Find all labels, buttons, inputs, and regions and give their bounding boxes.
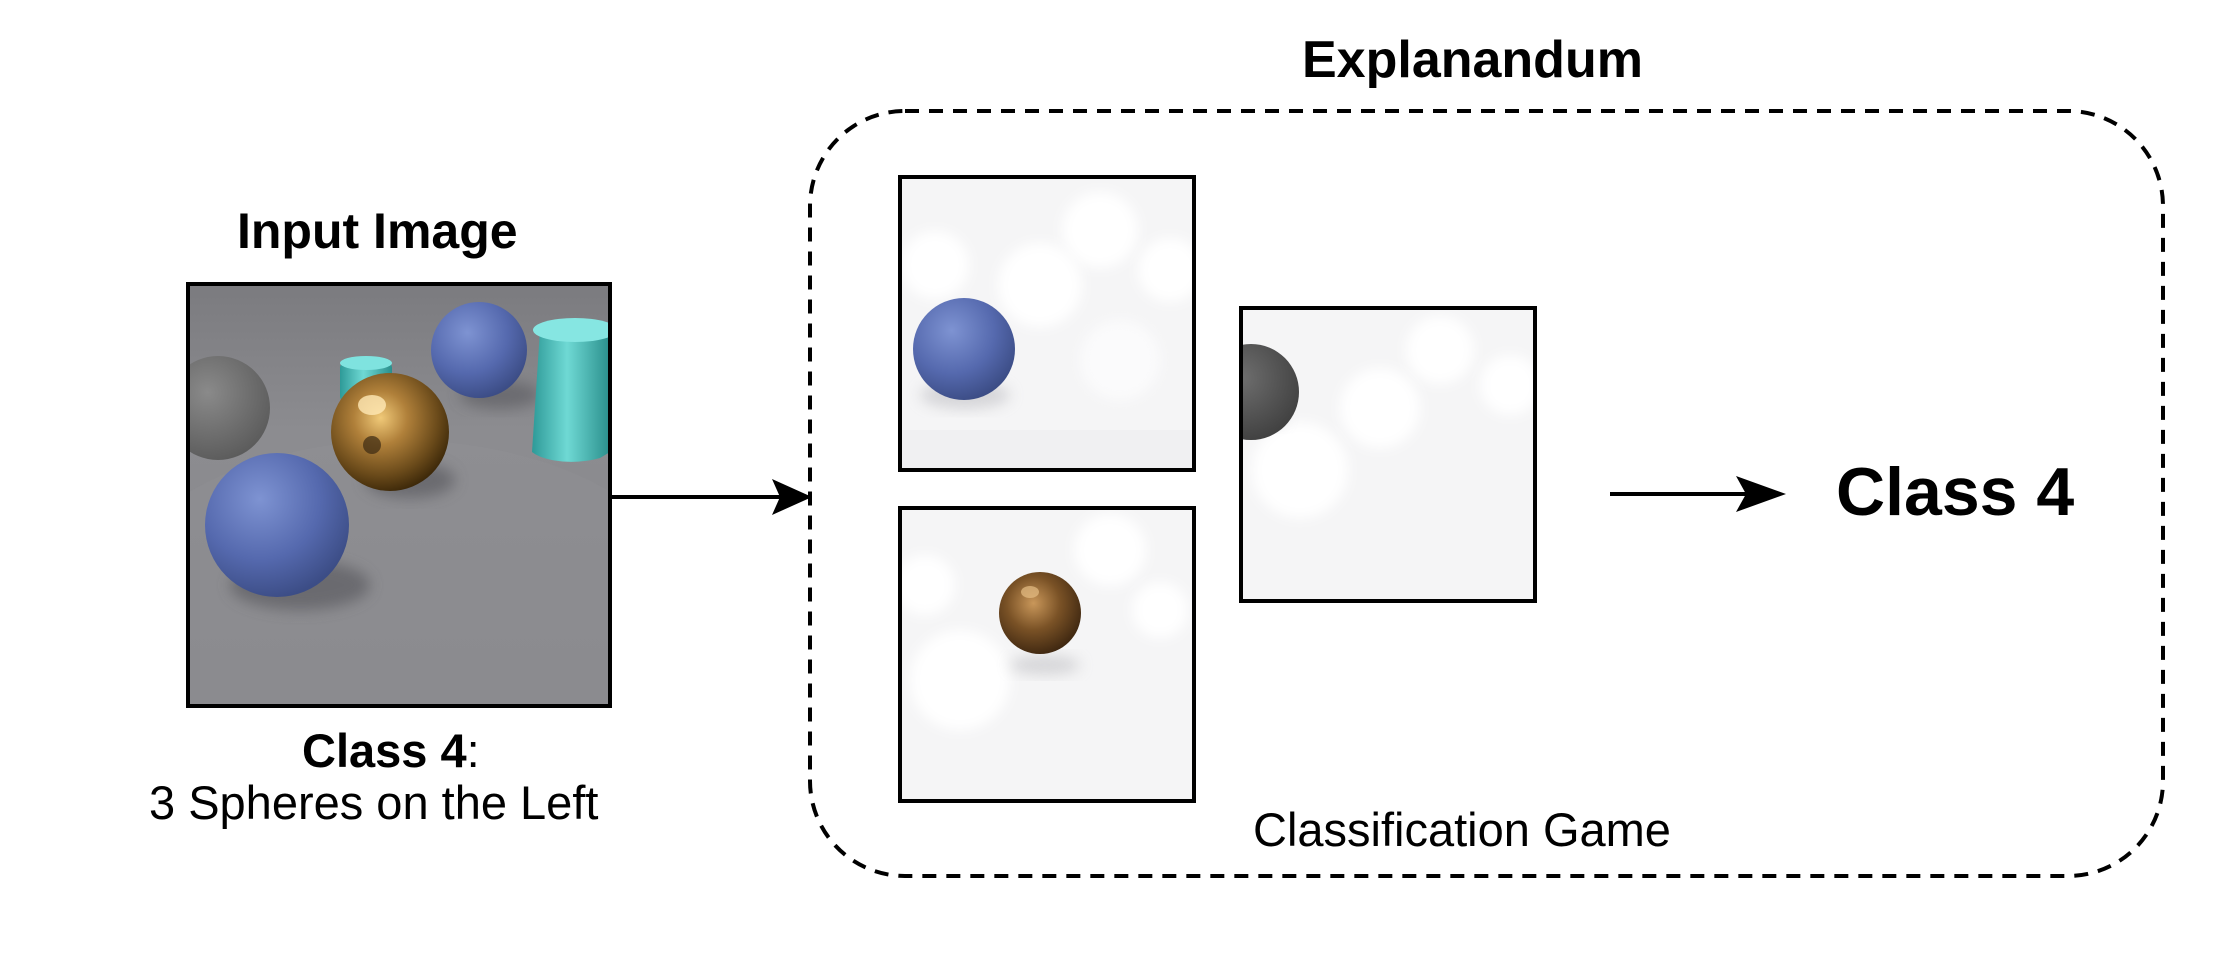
output-class-label: Class 4 (1836, 454, 2075, 530)
input-class-description: 3 Spheres on the Left (149, 776, 599, 829)
output-arrow-head (1736, 476, 1786, 512)
input-image (188, 284, 610, 706)
input-image-frame (186, 282, 612, 708)
input-class-caption: Class 4: (302, 724, 480, 778)
mask-image-gold-sphere (900, 508, 1194, 801)
input-arrow-head (772, 479, 812, 515)
explanandum-container (808, 109, 2165, 878)
gold-sphere (331, 373, 449, 491)
input-image-title: Input Image (237, 203, 518, 259)
blue-sphere-back (431, 302, 527, 398)
teal-cylinder (532, 322, 610, 462)
input-class-colon: : (466, 724, 480, 777)
mask-image-1-frame (898, 175, 1196, 472)
mask-image-dark-sphere (1241, 308, 1535, 601)
mask-image-3-frame (1239, 306, 1537, 603)
gray-sphere (188, 356, 270, 460)
blue-sphere-front (205, 453, 349, 597)
classification-game-label: Classification Game (1253, 803, 1671, 856)
mask-image-blue-sphere (900, 177, 1194, 470)
mask-image-2-frame (898, 506, 1196, 803)
input-class-label: Class 4 (302, 724, 467, 777)
explanandum-title: Explanandum (1302, 31, 1643, 89)
